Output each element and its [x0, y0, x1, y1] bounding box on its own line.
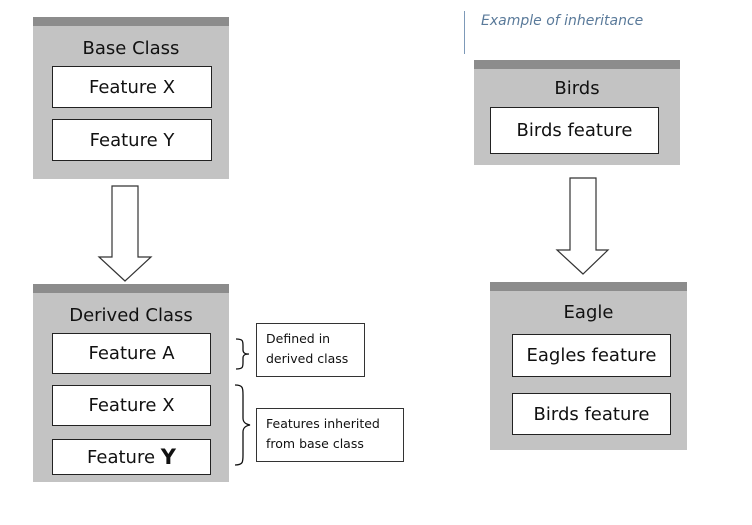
derived-feature-x: Feature X: [52, 385, 211, 426]
eagle-bevel: [490, 282, 687, 291]
base-feature-x: Feature X: [52, 66, 212, 108]
derived-class-title: Derived Class: [69, 305, 193, 326]
derived-feature-y-mark: Y: [160, 445, 176, 469]
eagle-title: Eagle: [563, 302, 614, 323]
derived-class-bevel: [33, 284, 229, 293]
birds-feature: Birds feature: [490, 107, 659, 154]
eagle-feature-birds: Birds feature: [512, 393, 671, 435]
caption-divider: [464, 11, 465, 54]
derived-feature-y-prefix: Feature: [87, 446, 161, 468]
birds-bevel: [474, 60, 680, 69]
base-class-title: Base Class: [82, 38, 180, 59]
example-caption: Example of inheritance: [481, 13, 644, 29]
base-class-bevel: [33, 17, 229, 26]
base-feature-y: Feature Y: [52, 119, 212, 161]
derived-feature-y: Feature Y: [52, 439, 211, 475]
birds-title: Birds: [554, 78, 600, 99]
note-defined-in-derived: Defined in derived class: [256, 323, 365, 377]
note-inherited-from-base: Features inherited from base class: [256, 408, 404, 462]
eagle-feature-eagles: Eagles feature: [512, 334, 671, 377]
derived-feature-a: Feature A: [52, 333, 211, 374]
